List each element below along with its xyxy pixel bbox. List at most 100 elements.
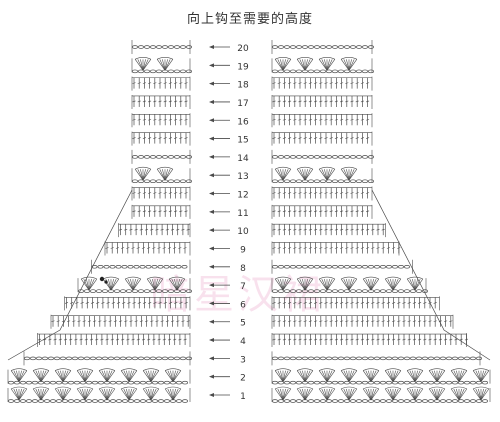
right-panel-row-1-fan bbox=[458, 388, 462, 401]
left-panel-row-1-fan-chain bbox=[68, 399, 74, 403]
right-panel-row-7-fan-chain bbox=[374, 289, 380, 293]
right-panel-row-1-fan bbox=[436, 388, 443, 401]
left-panel-row-13-fan-arc bbox=[134, 166, 152, 170]
left-panel-row-1-fan bbox=[18, 388, 22, 401]
left-panel-row-1-fan-chain bbox=[20, 399, 26, 403]
left-panel-row-19-fan bbox=[134, 59, 144, 71]
right-panel-row-1-fan-chain bbox=[440, 399, 446, 403]
left-panel-row-5-dc-bar bbox=[77, 320, 81, 323]
right-panel-row-12-dc-bar bbox=[324, 192, 328, 194]
right-panel-row-19-fan bbox=[326, 59, 336, 71]
right-panel-row-19-fan-arc bbox=[274, 57, 292, 60]
right-panel-row-8-chain bbox=[380, 265, 386, 269]
right-panel-row-13-fan bbox=[304, 169, 314, 181]
left-panel-row-10-dc-bar bbox=[118, 228, 123, 231]
right-panel-row-19-fan-chain bbox=[350, 69, 356, 74]
left-panel-row-7-fan bbox=[88, 278, 98, 291]
right-panel-row-19-fan-chain bbox=[320, 69, 326, 74]
right-panel-row-15-dc-bar bbox=[277, 137, 281, 139]
left-panel-row-7-fan bbox=[83, 278, 90, 291]
left-panel-row-2-fan-chain bbox=[170, 380, 176, 385]
left-panel-row-2-fan bbox=[84, 370, 91, 382]
right-panel-row-10-dc-bar bbox=[319, 228, 323, 231]
left-panel-row-7-fan bbox=[176, 278, 183, 291]
right-panel-row-4-dc-bar bbox=[345, 338, 349, 341]
right-panel-row-1-fan bbox=[348, 388, 352, 401]
right-panel-row-13-fan-chain bbox=[290, 179, 296, 183]
left-panel-row-2-fan-chain bbox=[38, 380, 44, 385]
left-panel-row-19-fan-arc bbox=[134, 57, 152, 60]
left-panel-row-2-fan-chain bbox=[62, 380, 68, 385]
right-panel-row-8-chain bbox=[338, 265, 344, 269]
left-panel-row-7-fan bbox=[132, 278, 139, 291]
left-panel-row-5-dc-bar bbox=[150, 320, 154, 323]
right-panel-row-9-dc-bar bbox=[293, 247, 297, 249]
right-panel-row-5-dc-bar bbox=[340, 320, 344, 323]
right-panel-row-12-dc-bar bbox=[314, 192, 318, 194]
right-panel-row-3-chain bbox=[464, 356, 470, 361]
right-panel-row-16-dc-bar bbox=[319, 118, 323, 121]
right-panel-row-12-dc-bar bbox=[277, 192, 281, 194]
left-panel-row-2-fan bbox=[128, 370, 135, 382]
left-panel-row-1-fan-chain bbox=[158, 399, 164, 403]
right-panel-row-12-dc-bar bbox=[360, 192, 364, 194]
left-panel-row-9-dc-bar bbox=[141, 247, 145, 249]
left-panel-row-2-fan bbox=[142, 370, 152, 382]
left-panel-row-11-dc-bar bbox=[174, 210, 178, 213]
right-panel-row-6-dc-bar bbox=[376, 302, 380, 304]
left-panel-row-1-fan-chain bbox=[26, 399, 32, 403]
left-panel-row-7-fan bbox=[110, 279, 114, 291]
left-panel-row-14-chain bbox=[150, 155, 156, 159]
left-panel-row-1-fan-chain bbox=[134, 399, 140, 403]
right-panel-row-1-fan-chain bbox=[446, 399, 452, 403]
right-panel-row-19-fan-chain bbox=[326, 69, 332, 74]
right-panel-row-6-dc-bar bbox=[272, 302, 276, 304]
right-panel-row-2-fan bbox=[370, 370, 374, 382]
right-panel-row-2-fan bbox=[406, 370, 416, 382]
left-panel-row-14-chain bbox=[180, 155, 186, 159]
right-panel-row-13-fan bbox=[296, 169, 306, 181]
right-panel-row-16-dc-bar bbox=[350, 118, 354, 121]
right-panel-row-1-fan bbox=[362, 388, 372, 401]
right-panel-row-8-chain bbox=[344, 265, 350, 269]
left-panel-row-13-fan bbox=[164, 169, 174, 181]
right-panel-row-18-dc-bar bbox=[298, 82, 302, 84]
right-panel-row-19-fan-chain bbox=[362, 69, 368, 74]
left-panel-row-2-fan-arc bbox=[120, 368, 138, 371]
left-panel-row-2-fan bbox=[62, 370, 69, 382]
left-panel-row-13-fan-chain bbox=[156, 179, 162, 183]
left-panel-row-6-dc-bar bbox=[158, 302, 162, 304]
right-panel-row-8-chain bbox=[296, 265, 302, 269]
left-panel-row-2-fan-chain bbox=[176, 380, 182, 385]
right-panel-row-16-dc-bar bbox=[272, 118, 276, 121]
right-panel-row-20-chain bbox=[332, 45, 338, 49]
right-panel-row-10-dc-bar bbox=[272, 228, 276, 231]
left-panel-row-17-dc-bar bbox=[168, 100, 172, 103]
left-panel-row-4-dc-bar bbox=[58, 338, 62, 341]
right-panel-row-4-dc-bar bbox=[319, 338, 323, 341]
left-panel-row-10-dc-bar bbox=[134, 228, 138, 231]
right-panel-row-19-fan bbox=[304, 59, 308, 71]
row-arrowhead-5 bbox=[209, 319, 214, 324]
left-panel-row-1-fan-arc bbox=[142, 386, 160, 390]
right-panel-row-5-dc-bar bbox=[345, 320, 349, 323]
left-panel-row-15-dc-bar bbox=[184, 137, 188, 139]
right-panel-row-6-dc-bar bbox=[381, 302, 385, 304]
left-panel-row-7-fan bbox=[149, 278, 156, 291]
left-panel-row-1-fan-chain bbox=[50, 399, 56, 403]
right-panel-row-20-chain bbox=[314, 45, 320, 49]
left-panel-row-6-dc-bar bbox=[153, 302, 157, 304]
left-panel-row-18-dc-bar bbox=[158, 82, 162, 84]
right-panel-row-2-fan bbox=[321, 370, 328, 382]
left-panel-row-2-fan-arc bbox=[54, 368, 72, 371]
left-panel-row-6-dc-bar bbox=[168, 302, 173, 304]
left-panel-row-2-fan-chain bbox=[32, 380, 38, 385]
right-panel-row-7-fan bbox=[296, 278, 306, 291]
right-panel-row-7-fan-chain bbox=[350, 289, 356, 293]
right-panel-row-5-dc-bar bbox=[319, 320, 323, 323]
right-panel-row-2-fan-chain bbox=[446, 380, 452, 385]
left-panel-row-2-fan bbox=[76, 370, 86, 382]
right-panel-row-10-dc-bar bbox=[282, 228, 286, 231]
left-panel-row-16-dc-bar bbox=[142, 118, 146, 121]
right-panel-row-4-dc-bar bbox=[288, 338, 292, 341]
